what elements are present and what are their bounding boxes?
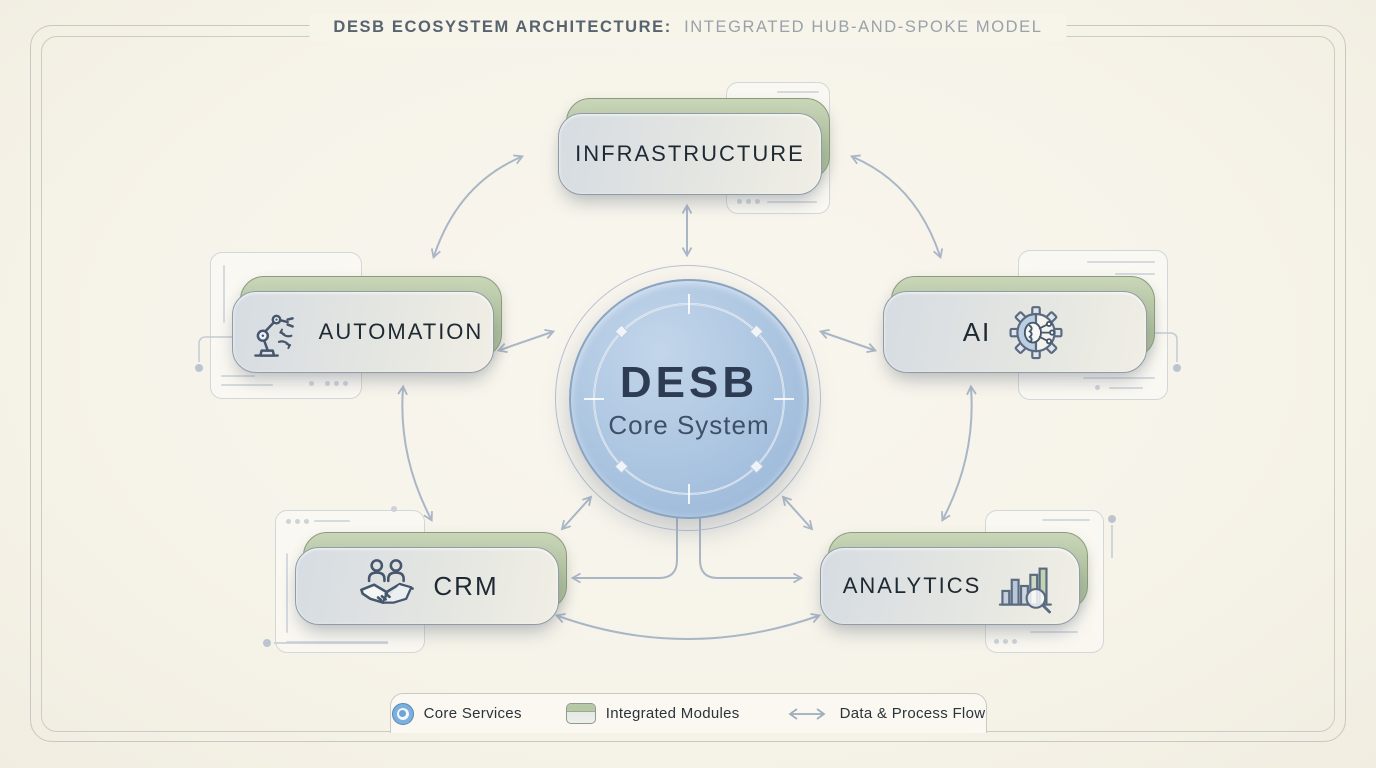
module-card: AI	[883, 291, 1147, 373]
ghost-dot	[304, 519, 309, 524]
title-secondary: INTEGRATED HUB-AND-SPOKE MODEL	[684, 18, 1043, 36]
hub-subtitle: Core System	[608, 409, 770, 440]
module-card: CRM	[295, 547, 559, 625]
legend-label: Core Services	[423, 705, 522, 722]
flow-arrows	[397, 154, 977, 640]
ghost-line	[286, 553, 288, 633]
legend-item-integrated-modules: Integrated Modules	[565, 703, 740, 724]
ghost-dot	[286, 519, 291, 524]
ghost-line	[221, 375, 255, 377]
circuit-node	[391, 506, 397, 512]
circuit-line	[198, 336, 233, 362]
ghost-line	[314, 520, 350, 522]
ghost-dot	[737, 199, 742, 204]
arrow-hub-ai	[818, 328, 878, 354]
module-card: ANALYTICS	[820, 547, 1080, 625]
legend-label: Integrated Modules	[605, 705, 740, 722]
ghost-line	[1115, 273, 1155, 275]
ghost-line	[221, 384, 273, 386]
module-label: AI	[962, 316, 992, 347]
arrow-automation-crm	[397, 384, 433, 522]
arrow-hub-crm-diagonal	[560, 495, 593, 531]
hub-core-system: DESB Core System	[555, 265, 821, 531]
ghost-dot	[1012, 639, 1017, 644]
arrow-hub-crm-branch	[570, 515, 678, 584]
module-card: AUTOMATION	[232, 291, 494, 373]
ghost-dot	[309, 381, 314, 386]
arrow-infrastructure-automation	[430, 154, 525, 260]
core-services-icon-dot	[399, 710, 407, 717]
circuit-node	[263, 639, 271, 647]
ghost-line	[223, 265, 225, 323]
legend-item-core-services: Core Services	[391, 702, 522, 725]
module-label: AUTOMATION	[318, 319, 484, 344]
arrow-crm-analytics	[554, 613, 822, 640]
integrated-modules-icon-band	[566, 704, 595, 712]
robot-arm-sync-icon	[253, 314, 294, 357]
ghost-line	[1109, 387, 1143, 389]
ghost-line	[286, 641, 388, 643]
bar-chart-magnifier-icon	[999, 567, 1053, 614]
arrow-ai-analytics	[941, 384, 977, 522]
ghost-line	[1083, 377, 1155, 379]
gear-brain-circuit-icon	[1009, 306, 1063, 360]
arrow-hub-analytics-branch	[699, 515, 804, 584]
ghost-dot	[755, 199, 760, 204]
ghost-dot	[334, 381, 339, 386]
people-handshake-icon	[360, 559, 415, 604]
ghost-dot	[1003, 639, 1008, 644]
core-services-icon-ring	[396, 707, 409, 720]
ghost-dot	[343, 381, 348, 386]
ghost-line	[1087, 261, 1155, 263]
hub-name: DESB	[619, 357, 759, 407]
ghost-dot	[994, 639, 999, 644]
arrow-infrastructure-ai	[849, 154, 944, 260]
flow-arrow-icon	[788, 707, 826, 720]
module-label: INFRASTRUCTURE	[575, 141, 805, 166]
arrow-hub-automation	[496, 328, 556, 354]
module-card: INFRASTRUCTURE	[558, 113, 822, 195]
legend-item-flow: Data & Process Flow	[784, 705, 986, 722]
ghost-line	[1042, 519, 1090, 521]
core-services-icon	[391, 702, 414, 725]
arrow-hub-analytics-diagonal	[781, 495, 814, 531]
ghost-dot	[1095, 385, 1100, 390]
circuit-node	[1108, 515, 1116, 523]
circuit-line	[1144, 332, 1178, 362]
module-infrastructure: INFRASTRUCTURE	[558, 98, 830, 195]
hub-inner-ring-graphic	[584, 294, 794, 504]
circuit-decorations	[195, 332, 1181, 647]
circuit-node	[195, 364, 203, 372]
ghost-dot	[746, 199, 751, 204]
title-primary: DESB ECOSYSTEM ARCHITECTURE:	[333, 18, 672, 36]
legend: Core Services Integrated Modules Data & …	[390, 693, 987, 733]
module-crm: CRM	[295, 532, 567, 625]
module-label: CRM	[433, 570, 499, 601]
ghost-line	[767, 201, 817, 203]
hub-outer-ring	[555, 265, 821, 531]
ghost-dot	[325, 381, 330, 386]
legend-label: Data & Process Flow	[839, 705, 986, 722]
page-title: DESB ECOSYSTEM ARCHITECTURE: INTEGRATED …	[309, 14, 1067, 41]
hub-circle: DESB Core System	[569, 279, 809, 519]
module-label: ANALYTICS	[842, 573, 982, 598]
module-ai: AI	[883, 276, 1155, 373]
circuit-node	[1173, 364, 1181, 372]
module-automation: AUTOMATION	[232, 276, 502, 373]
module-analytics: ANALYTICS	[820, 532, 1088, 625]
ghost-line	[1030, 631, 1078, 633]
ghost-line	[777, 91, 819, 93]
integrated-modules-icon	[565, 703, 596, 724]
hub-text: DESB Core System	[571, 281, 807, 517]
ghost-dot	[295, 519, 300, 524]
